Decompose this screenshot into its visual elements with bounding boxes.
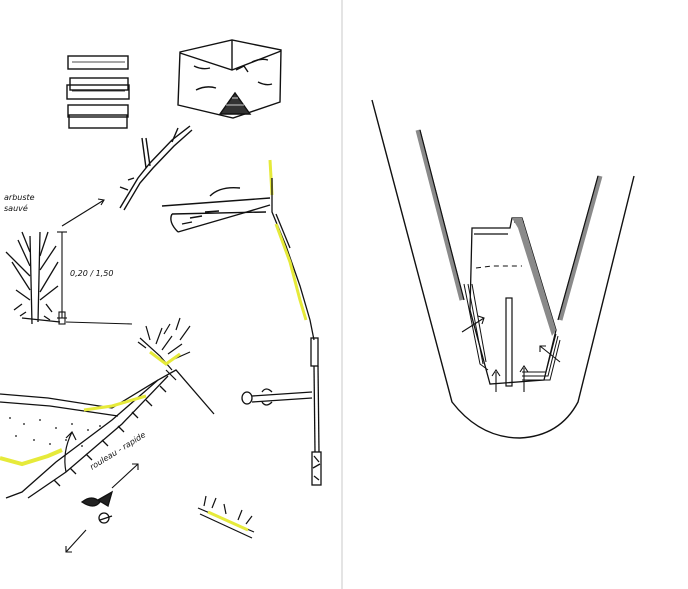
branch-sketch (119, 125, 193, 211)
bird-silhouette-sketch (80, 490, 114, 524)
corridor-inner-walls (415, 129, 603, 321)
tree-label-line1: arbuste (4, 193, 35, 202)
felled-trunk-sketch (161, 186, 271, 233)
height-dimension-line (57, 231, 133, 325)
arrow-to-branch (61, 198, 105, 227)
central-pillar (505, 297, 513, 387)
wall-hatch-dots (9, 417, 101, 447)
arrow-along-path (111, 463, 139, 489)
stacked-planks-sketch (66, 55, 130, 129)
direction-arrows (461, 315, 561, 392)
highlighter-stroke-wall (0, 448, 63, 467)
highlighter-stroke-grass (149, 350, 181, 366)
shrub-sketch (5, 231, 61, 325)
tree-label-line2: sauvé (4, 203, 28, 213)
lamp-post-sketch (241, 388, 313, 406)
corridor-outer-outline (371, 99, 635, 439)
retaining-wall-sketch (0, 369, 215, 499)
curved-arrow (64, 430, 77, 473)
cube-sketch (177, 39, 282, 119)
grass-tuft-sketch (137, 317, 191, 381)
highlighter-stroke-pole (274, 223, 308, 321)
arrow-down-left (65, 529, 87, 553)
height-dimension-label: 0,20 / 1,50 (70, 269, 113, 278)
highlighter-stroke-slope (83, 394, 147, 412)
highlighter-stroke-tuft (207, 510, 249, 532)
inner-room-shading (512, 218, 556, 336)
pole-sketch (271, 178, 322, 486)
ground-tuft-sketch (197, 495, 255, 539)
inner-room-dashed-line (475, 265, 522, 269)
